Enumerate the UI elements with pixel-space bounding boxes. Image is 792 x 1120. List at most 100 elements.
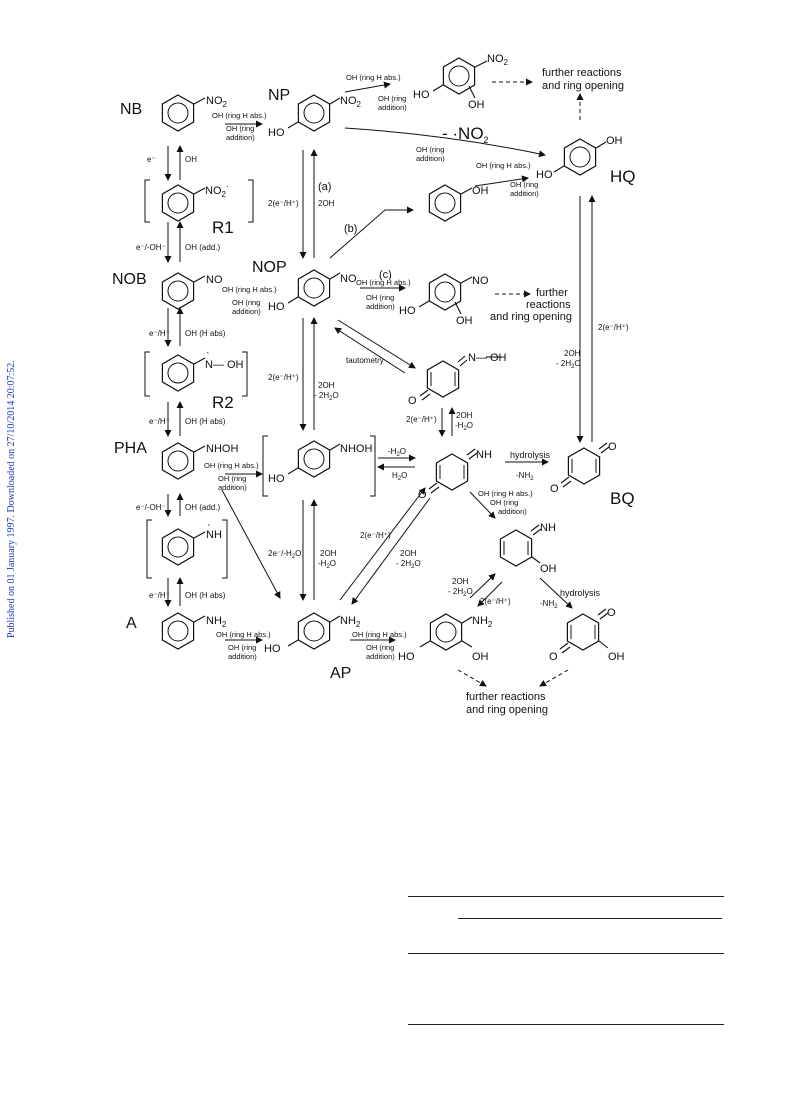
cond-r1-nob-2: OH (add.): [185, 243, 220, 252]
r2-noh: N— OH: [205, 359, 244, 371]
table-rule-top: [408, 896, 724, 897]
cond-np-nop-2: 2OH: [318, 199, 335, 208]
cond-nop-nhq-1: OH (ring H abs.): [356, 278, 411, 287]
cond-ph-hq-3: addition): [510, 189, 539, 198]
apd-nh2: NH2: [472, 615, 493, 629]
further-top-line2: and ring opening: [542, 80, 624, 92]
cond-pha-aminyl-1: e⁻/-OH⁻: [136, 503, 166, 512]
qi-o: O: [418, 489, 427, 501]
cond-apd-hqi-1: 2OH: [452, 577, 469, 586]
bq-o-bottom: O: [550, 483, 559, 495]
substituent-bonds: [193, 60, 610, 654]
qi-nh: NH: [476, 449, 492, 461]
label-PHA: PHA: [114, 440, 147, 457]
nhq-no2: NO2: [487, 53, 509, 67]
label-NB: NB: [120, 101, 142, 118]
r1-no2: NO2·: [205, 181, 229, 199]
cond-ph-hq-2: OH (ring: [510, 180, 538, 189]
nhq-oh: OH: [468, 99, 485, 111]
cond-nob-nop-2: OH (ring: [232, 298, 260, 307]
benzene-rings: [161, 57, 601, 651]
php-ho: HO: [268, 473, 285, 485]
label-R1: R1: [212, 218, 234, 237]
nhq2-oh: OH: [456, 315, 473, 327]
cond-nb-np-3: addition): [226, 133, 255, 142]
label-NOP: NOP: [252, 259, 287, 276]
cond-qi-hqi-2: OH (ring: [490, 498, 518, 507]
cond-nb-np-1: OH (ring H abs.): [212, 111, 267, 120]
cond-qi-bq-1: hydrolysis: [510, 450, 551, 460]
ap-nh2: NH2: [340, 615, 361, 629]
further-bottom-line1: further reactions: [466, 691, 546, 703]
reaction-conditions: OH (ring H abs.) OH (ring addition) OH (…: [136, 73, 629, 661]
cond-nob-nop-3: addition): [232, 307, 261, 316]
nob-no: NO: [206, 274, 223, 286]
further-bottom-line2: and ring opening: [466, 704, 548, 716]
substituents: NO2 NO2 HO NO2 HO OH OH HO NO2· OH NO NO…: [205, 53, 625, 663]
hq-ho: HO: [536, 169, 553, 181]
cond-path-b: (b): [344, 223, 357, 235]
nop-no: NO: [340, 273, 357, 285]
cond-r1-nob-1: e⁻/-OH⁻: [136, 243, 166, 252]
cond-np-nhq-3: addition): [378, 103, 407, 112]
cond-nop-php-3: - 2H2O: [314, 391, 339, 402]
cond-tautometry: tautometry: [346, 356, 384, 365]
cond-nb-r1-1: e⁻: [147, 155, 156, 164]
cond-pha-ap: 2e⁻/-H2O: [268, 549, 301, 560]
oxime-o: O: [408, 395, 417, 407]
apd-oh: OH: [472, 651, 489, 663]
cond-nob-nop-1: OH (ring H abs.): [222, 285, 277, 294]
further-top-line1: further reactions: [542, 67, 622, 79]
cond-nop-nhq-2: OH (ring: [366, 293, 394, 302]
cond-np-hq-1: OH (ring: [416, 145, 444, 154]
cond-path-a: (a): [318, 181, 331, 193]
cond-ph-hq-1: OH (ring H abs.): [476, 161, 531, 170]
cond-path-c: (c): [379, 269, 392, 281]
nhq2-no: NO: [472, 275, 489, 287]
bq-o-top: O: [608, 441, 617, 453]
phenol-oh: OH: [472, 185, 489, 197]
label-A: A: [126, 615, 137, 632]
label-NOB: NOB: [112, 271, 147, 288]
cond-ap-qi-1: 2(e⁻/H⁺): [360, 531, 391, 540]
cond-php-qi-1: -H2O: [388, 447, 406, 458]
hbq-o-top: O: [607, 607, 616, 619]
further-mid-line2: reactions: [526, 299, 571, 311]
cond-r2-pha-2: OH (H abs): [185, 417, 226, 426]
label-HQ: HQ: [610, 167, 636, 186]
r2-radical-dot: ·: [206, 347, 210, 359]
cond-ap-qi-2: 2OH: [400, 549, 417, 558]
label-NP: NP: [268, 87, 290, 104]
arrows: [164, 78, 596, 687]
label-R1-text: R1: [212, 218, 234, 237]
label-BQ: BQ: [610, 489, 635, 508]
table-rule-middle: [408, 953, 724, 954]
ap-ho: HO: [264, 643, 281, 655]
table-rule-sub: [458, 918, 722, 919]
np-no2: NO2: [340, 95, 362, 109]
cond-pha-php-2: OH (ring: [218, 474, 246, 483]
cond-nb-r1-2: OH: [185, 155, 197, 164]
cond-oxime-qi-2: 2OH: [456, 411, 473, 420]
cond-pha-php-3: addition): [218, 483, 247, 492]
cond-np-nhq-1: OH (ring H abs.): [346, 73, 401, 82]
nhq2-ho: HO: [399, 305, 416, 317]
further-mid-line3: and ring opening: [490, 311, 572, 323]
cond-np-hq-2: addition): [416, 154, 445, 163]
cond-nob-r2-2: OH (H abs): [185, 329, 226, 338]
php-nhoh: NHOH: [340, 443, 372, 455]
cond-apd-hqi-3: 2(e⁻/H⁺): [480, 597, 511, 606]
cond-php-qi-2: H2O: [392, 471, 407, 482]
cond-php-ap-2: -H2O: [318, 559, 336, 570]
cond-qi-bq-2: -NH2: [516, 471, 534, 482]
oxime-noh: N— OH: [468, 352, 507, 364]
hq-oh: OH: [606, 135, 623, 147]
cond-aminyl-a-2: OH (H abs): [185, 591, 226, 600]
cond-pha-aminyl-2: OH (add.): [185, 503, 220, 512]
hbq-o-bottom: O: [549, 651, 558, 663]
np-ho: HO: [268, 127, 285, 139]
cond-qi-hqi-1: OH (ring H abs.): [478, 489, 533, 498]
apd-ho: HO: [398, 651, 415, 663]
hqi-oh: OH: [540, 563, 557, 575]
cond-apd-hqi-2: - 2H2O: [448, 587, 473, 598]
